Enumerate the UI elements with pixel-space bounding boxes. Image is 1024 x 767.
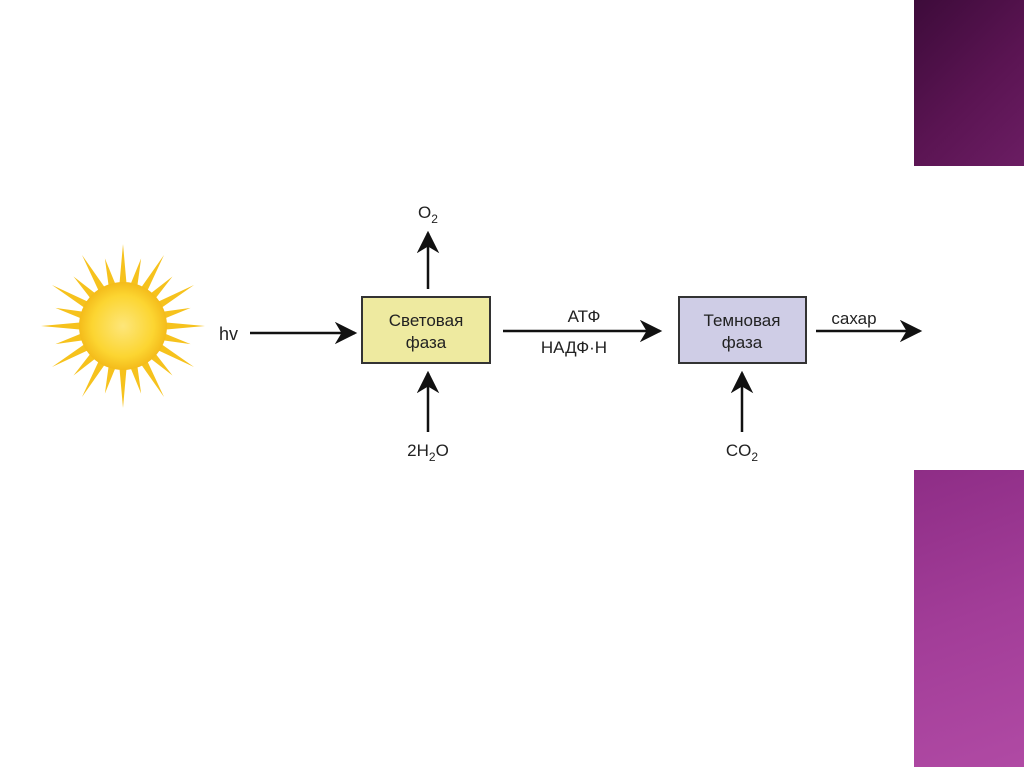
sun-ray — [119, 367, 127, 408]
light-phase-label-line2: фаза — [406, 333, 447, 352]
sun-ray — [51, 343, 89, 367]
dark-phase-box — [678, 296, 807, 364]
atp-label: АТФ — [568, 307, 601, 326]
nadph-label: НАДФ·Н — [541, 338, 607, 357]
sun-ray — [82, 254, 106, 292]
light-phase-label-line1: Световая — [389, 311, 464, 330]
sun-ray — [55, 333, 84, 345]
sun-ray — [162, 307, 191, 319]
sun-ray — [51, 285, 89, 309]
sun-ray — [119, 244, 127, 285]
sun-ray — [150, 276, 173, 299]
oxygen-label: O2 — [418, 203, 438, 226]
sun-core — [79, 282, 167, 370]
sun-ray — [104, 365, 116, 394]
sun-ray — [130, 365, 142, 394]
sun-rays — [41, 244, 205, 408]
sun-ray — [73, 276, 96, 299]
sun-ray — [157, 285, 195, 309]
sun-ray — [73, 353, 96, 376]
sun-ray — [140, 360, 164, 398]
sun-ray — [41, 322, 82, 330]
sun-ray — [164, 322, 205, 330]
sun-ray — [150, 353, 173, 376]
decor-stripe-top — [914, 0, 1024, 166]
sugar-label: сахар — [831, 309, 876, 328]
co2-label: CO2 — [726, 441, 759, 464]
decor-stripe-bottom — [914, 470, 1024, 767]
light-phase-box — [361, 296, 491, 364]
dark-phase-label-line2: фаза — [722, 333, 763, 352]
sun-icon — [41, 244, 205, 408]
sun-ray — [55, 307, 84, 319]
sun-ray — [104, 258, 116, 287]
light-input-label: hv — [219, 324, 238, 344]
sun-ray — [140, 254, 164, 292]
sun-ray — [130, 258, 142, 287]
dark-phase-label-line1: Темновая — [704, 311, 781, 330]
sun-ray — [82, 360, 106, 398]
water-label: 2H2O — [407, 441, 449, 464]
sun-ray — [162, 333, 191, 345]
sun-ray — [157, 343, 195, 367]
